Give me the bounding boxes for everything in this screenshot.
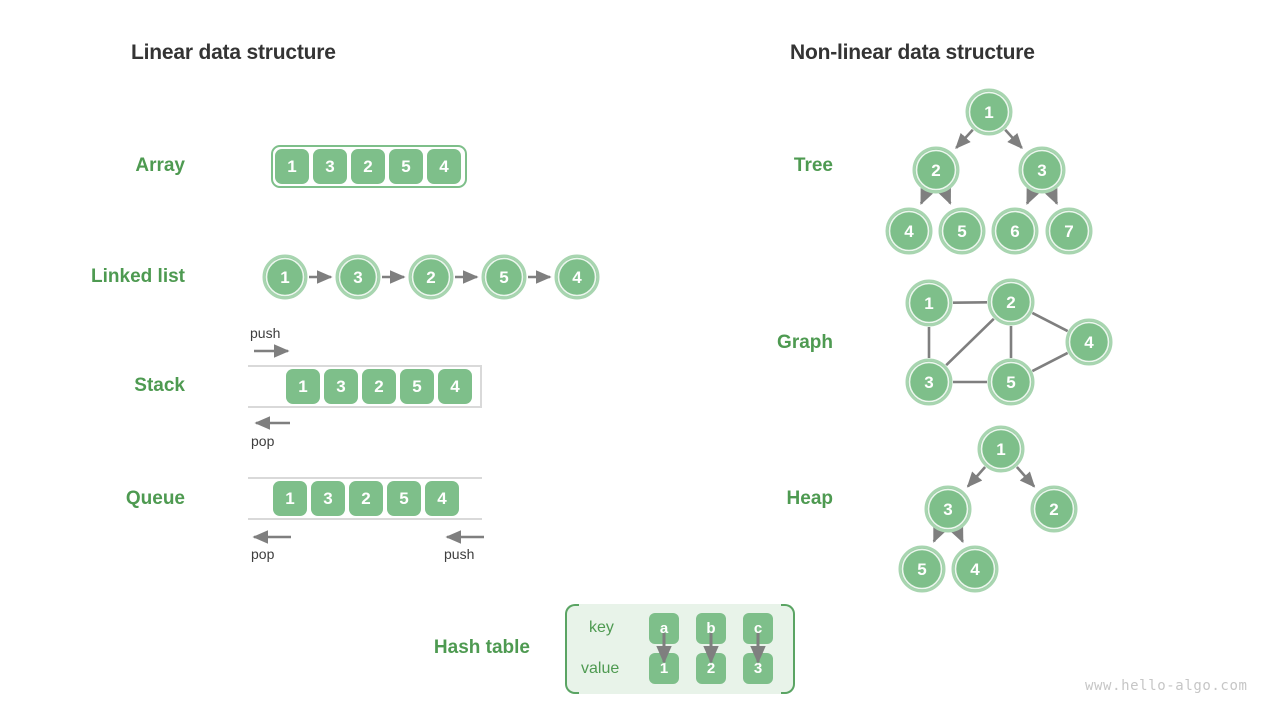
stack-cell: 5 [400,369,434,404]
tree-edge [1025,187,1040,205]
graph-label: Graph [777,332,833,353]
graph-node: 3 [905,358,953,406]
svg-text:2: 2 [1006,293,1015,312]
tree-node: 6 [991,207,1039,255]
queue-pop-label: pop [251,546,275,562]
hash-value-cell: 1 [649,653,679,684]
svg-text:2: 2 [426,268,435,287]
hash-table-label: Hash table [433,637,530,658]
graph-edge [1031,311,1069,333]
tree-edge [938,187,952,205]
linked-list-node: 2 [408,254,454,300]
array-cell: 3 [313,149,347,184]
linked-list-node: 1 [262,254,308,300]
heap-node: 2 [1030,485,1078,533]
array-cell: 2 [351,149,385,184]
stack-cell: 1 [286,369,320,404]
queue-cell: 3 [311,481,345,516]
tree-node: 4 [885,207,933,255]
stack-cell: 2 [362,369,396,404]
tree-edge [1004,128,1023,150]
svg-text:6: 6 [1010,222,1019,241]
svg-text:7: 7 [1064,222,1073,241]
svg-text:2: 2 [1049,500,1058,519]
hash-value-label: value [581,660,620,677]
hash-bracket-left-icon [565,604,579,694]
heap-node: 1 [977,425,1025,473]
graph-node: 2 [987,278,1035,326]
tree-edge [955,128,974,150]
queue-label: Queue [125,488,185,509]
queue-cell: 4 [425,481,459,516]
queue-cell: 2 [349,481,383,516]
svg-text:3: 3 [1037,161,1046,180]
stack-push-label: push [250,325,281,341]
svg-text:5: 5 [499,268,508,287]
stack-cell: 3 [324,369,358,404]
hash-key-label: key [589,619,614,636]
watermark: www.hello-algo.com [1085,678,1248,694]
svg-text:4: 4 [970,560,980,579]
tree-label: Tree [793,155,833,176]
heap-label: Heap [786,488,833,509]
heap-edge [1015,466,1036,488]
array-cell: 4 [427,149,461,184]
svg-text:1: 1 [924,294,933,313]
hash-bracket-right-icon [781,604,795,694]
stack-pop-label: pop [251,433,275,449]
queue-push-label: push [444,546,475,562]
left-column-title: Linear data structure [131,41,336,64]
tree-edge [919,187,934,205]
heap-node: 3 [924,485,972,533]
heap-edge [966,466,987,488]
tree-edge [1044,187,1059,205]
tree-node: 3 [1018,146,1066,194]
linked-list-node: 5 [481,254,527,300]
graph-node: 5 [987,358,1035,406]
heap-node: 5 [898,545,946,593]
svg-text:5: 5 [917,560,926,579]
svg-text:2: 2 [931,161,940,180]
heap-edge [950,526,964,544]
array-cell: 1 [275,149,309,184]
svg-text:1: 1 [984,103,993,122]
svg-text:4: 4 [1084,333,1094,352]
svg-text:1: 1 [996,440,1005,459]
graph-node: 4 [1065,318,1113,366]
svg-text:4: 4 [904,222,914,241]
linked-list-node: 3 [335,254,381,300]
graph-edge [1031,351,1069,373]
array-cell: 5 [389,149,423,184]
svg-text:3: 3 [353,268,362,287]
tree-node: 2 [912,146,960,194]
svg-text:1: 1 [280,268,289,287]
heap-edge [932,525,946,543]
svg-text:5: 5 [1006,373,1015,392]
right-column-title: Non-linear data structure [790,41,1035,64]
svg-text:5: 5 [957,222,966,241]
graph-node: 1 [905,279,953,327]
tree-node: 5 [938,207,986,255]
queue-cell: 1 [273,481,307,516]
svg-text:3: 3 [943,500,952,519]
stack-label: Stack [134,375,185,396]
array-label: Array [135,155,185,176]
svg-text:4: 4 [572,268,582,287]
heap-node: 4 [951,545,999,593]
queue-cell: 5 [387,481,421,516]
graph-edge [945,317,995,367]
linked-list-node: 4 [554,254,600,300]
svg-text:3: 3 [924,373,933,392]
linked-list-label: Linked list [91,266,185,287]
tree-node: 7 [1045,207,1093,255]
stack-cell: 4 [438,369,472,404]
tree-node: 1 [965,88,1013,136]
